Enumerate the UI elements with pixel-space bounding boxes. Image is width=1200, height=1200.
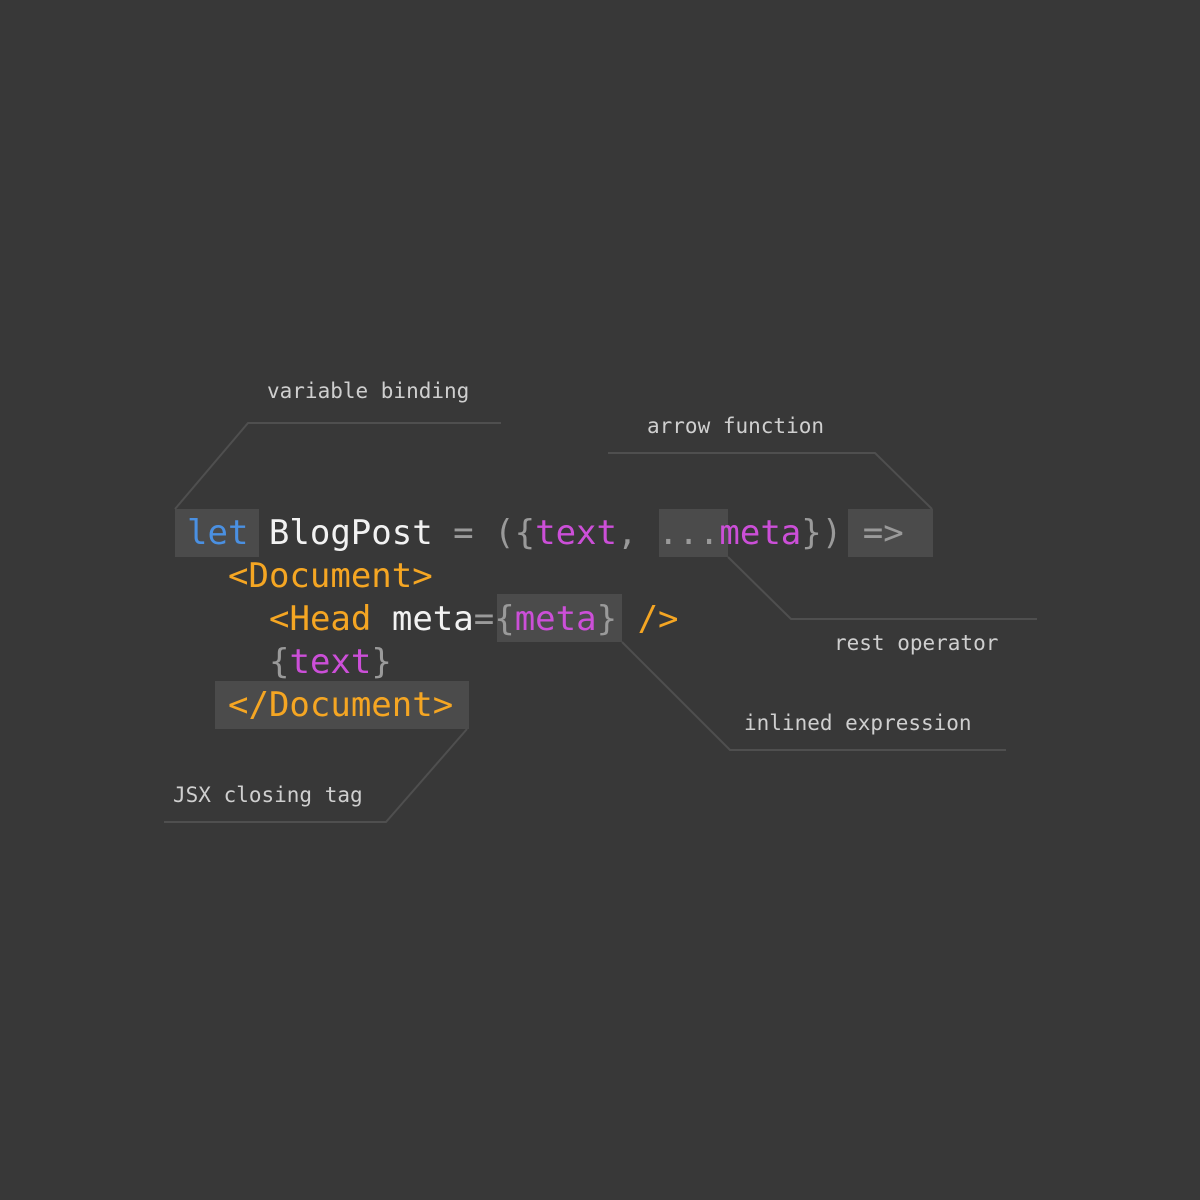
document-close-tag: </Document> [228,685,454,725]
code-line-5: </Document> [0,684,453,727]
meta-attribute: meta [391,599,474,639]
param-text: text [535,513,617,553]
close-paren: ) [821,513,843,553]
highlight-spread [659,509,728,557]
open-brace: { [514,513,536,553]
open-paren: ( [494,513,515,553]
head-open-tag: <Head [269,599,372,639]
label-inlined-expression: inlined expression [744,711,972,735]
highlight-closing-tag [215,681,469,729]
equals-sign: = [453,513,474,553]
label-arrow-function: arrow function [647,414,825,438]
document-open-tag: <Document> [228,556,433,596]
expr-meta: meta [514,599,597,639]
param-meta: meta [719,513,802,553]
text-open-brace: { [269,642,290,682]
arrow-operator: => [862,513,904,553]
spread-operator: ... [657,513,720,553]
close-brace: } [801,513,822,553]
leader-arrow-function [608,452,933,510]
leader-inlined-expression [621,641,1006,751]
highlight-arrow [848,509,933,557]
code-line-3: <Head meta={meta} /> [0,598,679,641]
attr-equals: = [473,599,495,639]
label-rest-operator: rest operator [834,631,999,655]
highlight-inline-expression [497,594,622,642]
text-close-brace: } [371,642,392,682]
leader-jsx-closing-tag [164,728,468,823]
self-closing-slash: /> [637,599,679,639]
label-jsx-closing-tag: JSX closing tag [173,783,363,807]
leader-variable-binding [174,422,501,510]
leader-rest-operator [727,556,1037,620]
expr-open-brace: { [494,599,515,639]
comma: , [616,513,638,553]
code-line-2: <Document> [0,555,433,598]
highlight-let [175,509,259,557]
text-expression: text [289,642,372,682]
code-line-4: {text} [0,641,392,684]
keyword-let: let [187,513,249,553]
component-name: BlogPost [268,513,433,553]
label-variable-binding: variable binding [267,379,470,403]
code-line-1: let BlogPost = ({text, ...meta}) => [0,512,904,555]
expr-close-brace: } [596,599,618,639]
